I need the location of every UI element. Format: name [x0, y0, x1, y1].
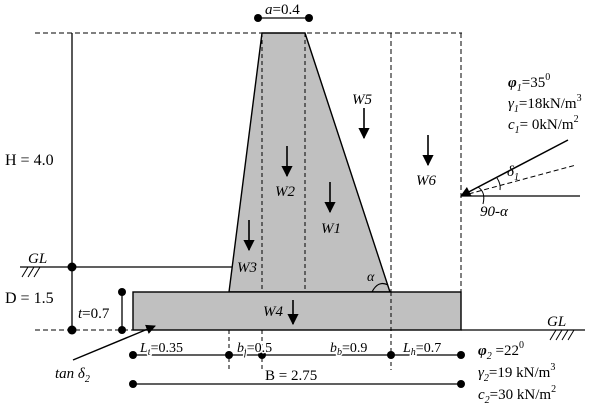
backfill-cohesion: c1= 0kN/m2 — [508, 114, 579, 136]
heel-length-label: Lh=0.7 — [402, 341, 441, 358]
thickness-label: t=0.7 — [78, 306, 110, 322]
alpha-label: α — [367, 270, 375, 285]
weight-label-w1: W1 — [321, 221, 341, 237]
dim-node — [305, 14, 313, 22]
ground-label-right: GL — [547, 314, 566, 330]
delta1-angle-arc — [496, 177, 501, 191]
ground-hatch-left — [21, 266, 41, 278]
foundation-phi: φ2 =220 — [478, 340, 524, 362]
back-batter-label: bb=0.9 — [330, 341, 367, 358]
dim-node — [254, 14, 262, 22]
reference-dashed-line — [460, 164, 577, 197]
backfill-gamma: γ1=18kN/m3 — [508, 93, 582, 115]
base-width-label: B = 2.75 — [265, 368, 317, 384]
weight-label-w4: W4 — [263, 304, 283, 320]
weight-label-w6: W6 — [416, 173, 436, 189]
backfill-phi: φ1=350 — [508, 72, 550, 94]
ninety-minus-alpha-label: 90-α — [480, 204, 509, 220]
dim-node — [129, 380, 137, 388]
weight-label-w2: W2 — [275, 184, 295, 200]
dim-node — [118, 326, 126, 334]
dim-node — [225, 351, 233, 359]
alpha-angle-arc — [371, 282, 389, 293]
dim-node — [129, 351, 137, 359]
dim-node — [258, 351, 266, 359]
top-width-label: a=0.4 — [265, 2, 300, 18]
dim-node — [457, 380, 465, 388]
depth-label: D = 1.5 — [5, 290, 54, 307]
weight-label-w3: W3 — [237, 260, 257, 276]
tan-delta-label: tan δ2 — [55, 366, 90, 385]
wall-stem — [228, 32, 391, 293]
foundation-cohesion: c2=30 kN/m2 — [478, 384, 556, 406]
wall-base-slab — [132, 291, 462, 331]
toe-length-label: Lt=0.35 — [139, 341, 183, 358]
delta1-label: δ1 — [507, 164, 519, 183]
ninety-minus-alpha-arc — [477, 186, 485, 205]
ground-hatch-right — [549, 329, 575, 341]
dim-node — [457, 351, 465, 359]
front-batter-label: bf=0.5 — [237, 341, 272, 358]
base-friction-arrow — [72, 324, 156, 361]
weight-label-w5: W5 — [352, 92, 372, 108]
height-label: H = 4.0 — [5, 152, 54, 169]
dim-node — [118, 288, 126, 296]
dim-node — [387, 351, 395, 359]
foundation-gamma: γ2=19 kN/m3 — [478, 362, 555, 384]
ground-label-left: GL — [28, 251, 47, 267]
earth-pressure-arrow — [460, 139, 569, 197]
